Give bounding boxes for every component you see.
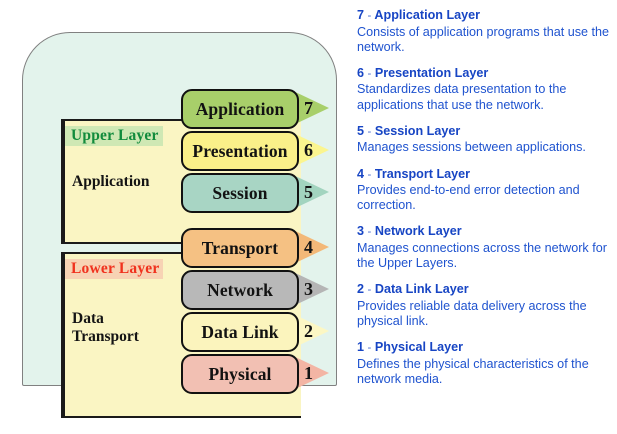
description-title-5: 5 - Session Layer xyxy=(357,124,613,141)
description-dash-3: - xyxy=(367,226,372,239)
description-title-3: 3 - Network Layer xyxy=(357,224,613,241)
description-body-5: Manages sessions between applications. xyxy=(357,140,586,155)
description-layer-name-3: Network Layer xyxy=(374,224,462,239)
description-layer-name-7: Application Layer xyxy=(374,8,481,22)
layer-descriptions-list: 7 - Application Layer Consists of applic… xyxy=(357,8,613,398)
layer-label-presentation: Presentation xyxy=(192,140,288,161)
layer-box-data-link[interactable]: Data Link xyxy=(181,312,299,352)
description-layer-name-2: Data Link Layer xyxy=(374,282,469,297)
group-tag-upper-layer: Upper Layer xyxy=(65,126,163,146)
description-number-7: 7 xyxy=(357,8,365,22)
description-body-2: Provides reliable data delivery across t… xyxy=(357,298,587,329)
layer-number-3: 3 xyxy=(304,278,313,299)
description-layer-name-4: Transport Layer xyxy=(374,166,471,181)
description-title-7: 7 - Application Layer xyxy=(357,8,613,25)
description-block-1: 1 - Physical Layer Defines the physical … xyxy=(357,340,613,387)
description-block-6: 6 - Presentation Layer Standardizes data… xyxy=(357,66,613,113)
layer-label-transport: Transport xyxy=(201,237,279,258)
group-name-data-transport: Data Transport xyxy=(72,310,139,345)
description-title-4: 4 - Transport Layer xyxy=(357,167,613,184)
group-tag-lower-layer: Lower Layer xyxy=(65,259,164,279)
description-block-3: 3 - Network Layer Manages connections ac… xyxy=(357,224,613,271)
layer-box-transport[interactable]: Transport xyxy=(181,228,299,268)
description-number-4: 4 xyxy=(357,166,365,181)
layer-number-4: 4 xyxy=(304,236,313,257)
layer-box-application[interactable]: Application xyxy=(181,89,299,129)
description-dash-1: - xyxy=(367,342,372,355)
description-body-4: Provides end-to-end error detection and … xyxy=(357,183,580,213)
description-number-1: 1 xyxy=(357,340,365,355)
description-block-5: 5 - Session Layer Manages sessions betwe… xyxy=(357,124,613,156)
description-number-2: 2 xyxy=(357,282,365,297)
description-layer-name-1: Physical Layer xyxy=(374,340,464,355)
layer-label-application: Application xyxy=(195,98,285,119)
layer-label-network: Network xyxy=(207,279,273,300)
description-title-2: 2 - Data Link Layer xyxy=(357,282,613,299)
description-body-6: Standardizes data presentation to the ap… xyxy=(357,82,567,112)
description-title-1: 1 - Physical Layer xyxy=(357,340,613,357)
description-dash-6: - xyxy=(367,67,372,80)
layer-number-1: 1 xyxy=(304,362,313,383)
description-layer-name-6: Presentation Layer xyxy=(374,65,489,80)
layer-number-2: 2 xyxy=(304,320,313,341)
layer-box-network[interactable]: Network xyxy=(181,270,299,310)
description-block-4: 4 - Transport Layer Provides end-to-end … xyxy=(357,167,613,214)
description-dash-4: - xyxy=(367,168,372,181)
layer-number-6: 6 xyxy=(304,139,313,160)
layer-number-7: 7 xyxy=(304,97,313,118)
layer-stack-container: Upper Layer Application Lower Layer Data… xyxy=(22,32,337,418)
layer-label-data-link: Data Link xyxy=(201,321,279,342)
description-dash-2: - xyxy=(367,284,372,297)
description-number-3: 3 xyxy=(357,224,365,239)
layer-label-session: Session xyxy=(212,182,268,203)
description-number-5: 5 xyxy=(357,123,365,138)
description-block-7: 7 - Application Layer Consists of applic… xyxy=(357,8,613,55)
layer-box-physical[interactable]: Physical xyxy=(181,354,299,394)
layer-box-presentation[interactable]: Presentation xyxy=(181,131,299,171)
description-number-6: 6 xyxy=(357,65,365,80)
description-dash-5: - xyxy=(367,125,372,138)
layer-label-physical: Physical xyxy=(208,363,272,384)
description-dash-7: - xyxy=(367,10,372,22)
description-title-6: 6 - Presentation Layer xyxy=(357,66,613,83)
description-body-3: Manages connections across the network f… xyxy=(357,240,607,271)
group-name-application: Application xyxy=(72,173,150,190)
description-body-7: Consists of application programs that us… xyxy=(357,24,610,54)
layer-box-session[interactable]: Session xyxy=(181,173,299,213)
description-body-1: Defines the physical characteristics of … xyxy=(357,356,589,386)
description-block-2: 2 - Data Link Layer Provides reliable da… xyxy=(357,282,613,329)
layer-number-5: 5 xyxy=(304,181,313,202)
description-layer-name-5: Session Layer xyxy=(374,123,461,138)
